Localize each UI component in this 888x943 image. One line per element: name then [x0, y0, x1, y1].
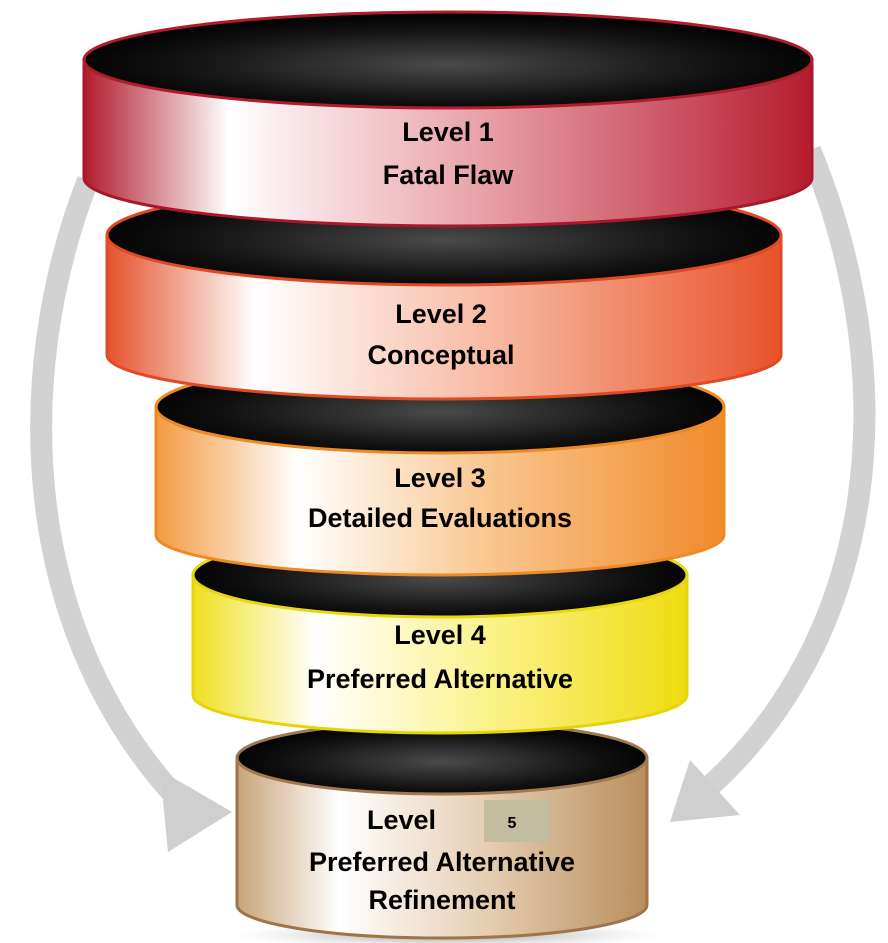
level-5-subtitle: Preferred Alternative	[309, 847, 575, 877]
level-3-subtitle: Detailed Evaluations	[308, 503, 572, 533]
left-loop-arrow	[30, 176, 198, 820]
level-3-title: Level 3	[394, 463, 486, 493]
level-1-subtitle: Fatal Flaw	[383, 160, 515, 190]
right-arrowhead-icon	[670, 760, 740, 822]
level-4-title: Level 4	[394, 620, 486, 650]
level-4-subtitle: Preferred Alternative	[307, 664, 573, 694]
left-arrowhead-icon	[160, 770, 232, 852]
right-loop-arrow	[692, 145, 876, 804]
level-5-badge	[484, 800, 550, 842]
level-2-title: Level 2	[395, 299, 487, 329]
level-1-title: Level 1	[402, 117, 494, 147]
level-5-badge-number: 5	[508, 815, 517, 832]
level-5-title: Level	[367, 805, 436, 835]
level-5-subtitle-2: Refinement	[368, 885, 515, 915]
level-2-subtitle: Conceptual	[367, 340, 514, 370]
level-1-tier	[82, 10, 814, 228]
